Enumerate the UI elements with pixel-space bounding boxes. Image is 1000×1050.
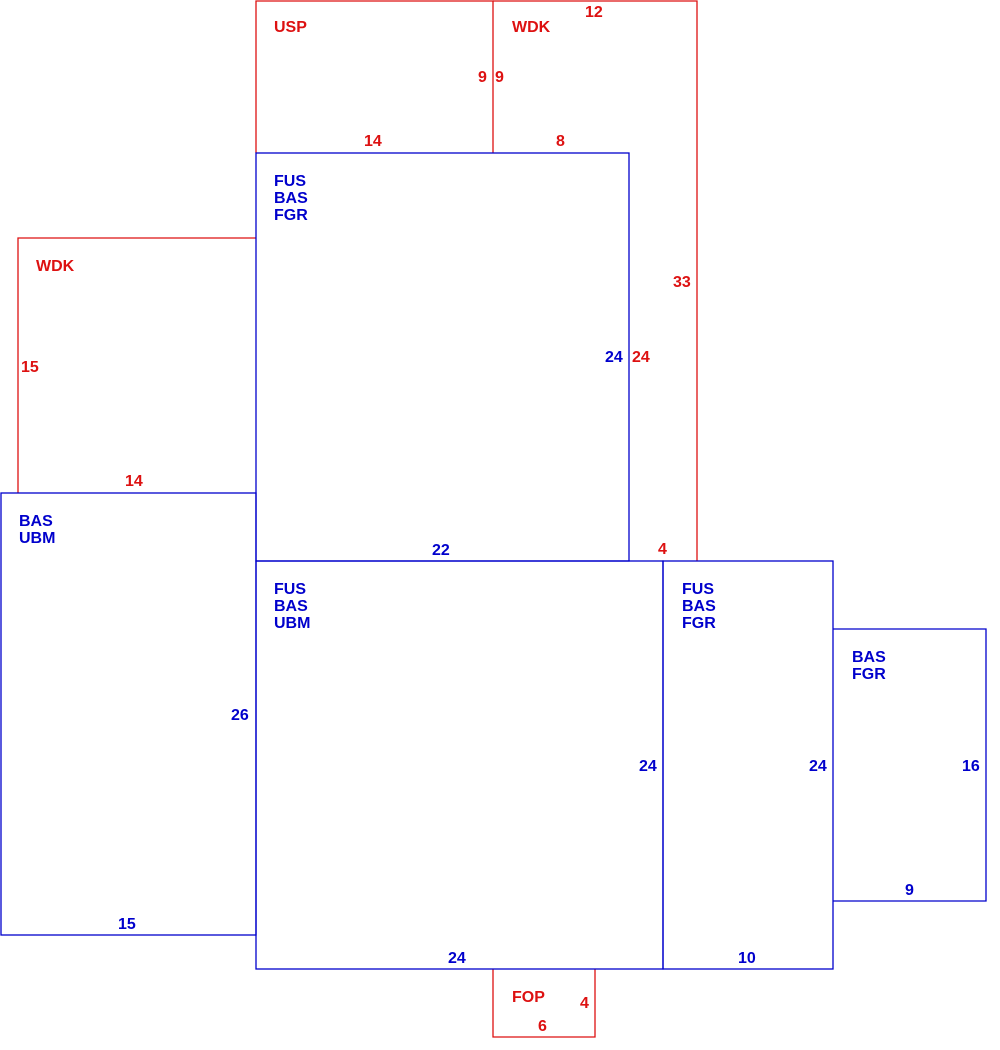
section-label: BAS	[19, 513, 53, 530]
wdk-left-outline	[17, 237, 256, 493]
dimension-label: 15	[118, 916, 136, 933]
section-far-right: BAS FGR 16 9	[833, 628, 987, 902]
dimension-label: 26	[231, 707, 249, 724]
wdk-top-outline	[493, 0, 698, 561]
dimension-label: 24	[448, 950, 466, 967]
section-label: FUS	[274, 581, 306, 598]
dimension-label: 10	[738, 950, 756, 967]
dimension-label: 14	[364, 133, 382, 150]
dimension-label: 14	[125, 473, 143, 490]
section-label: BAS	[274, 598, 308, 615]
dimension-label: 16	[962, 758, 980, 775]
section-label: UBM	[274, 615, 310, 632]
section-label: UBM	[19, 530, 55, 547]
section-label: FGR	[682, 615, 716, 632]
section-label: WDK	[36, 258, 75, 275]
dimension-label: 22	[432, 542, 450, 559]
upper-main-outline	[255, 152, 630, 562]
dimension-label: 6	[538, 1018, 547, 1035]
dimension-label: 9	[495, 69, 504, 86]
section-label: BAS	[274, 190, 308, 207]
section-left-wing: BAS UBM 26 15	[0, 492, 257, 936]
dimension-label: 24	[639, 758, 657, 775]
dimension-label: 9	[905, 882, 914, 899]
section-label: BAS	[852, 649, 886, 666]
dimension-label: 24	[809, 758, 827, 775]
fop-outline	[492, 969, 596, 1038]
usp-outline	[255, 0, 494, 153]
section-label: FGR	[274, 207, 308, 224]
section-upper-main: FUS BAS FGR 24 22	[255, 152, 630, 562]
right-wing-outline	[662, 560, 834, 970]
section-wdk-top: WDK 12 9 8 33 24 4	[493, 0, 698, 561]
section-right-wing: FUS BAS FGR 24 10	[662, 560, 834, 970]
far-right-outline	[833, 628, 987, 902]
dimension-label: 4	[658, 541, 667, 558]
dimension-label: 24	[632, 349, 650, 366]
section-label: USP	[274, 19, 307, 36]
section-label: FGR	[852, 666, 886, 683]
section-label: BAS	[682, 598, 716, 615]
section-wdk-left: WDK 15 14	[17, 237, 256, 493]
lower-main-outline	[255, 560, 664, 970]
section-label: WDK	[512, 19, 551, 36]
dimension-label: 33	[673, 274, 691, 291]
section-label: FUS	[682, 581, 714, 598]
section-label: FOP	[512, 989, 545, 1006]
dimension-label: 15	[21, 359, 39, 376]
dimension-label: 8	[556, 133, 565, 150]
dimension-label: 24	[605, 349, 623, 366]
section-fop: FOP 4 6	[492, 969, 596, 1038]
left-wing-outline	[0, 492, 257, 936]
section-usp: USP 9 14	[255, 0, 494, 153]
section-lower-main: FUS BAS UBM 24 24	[255, 560, 664, 970]
section-label: FUS	[274, 173, 306, 190]
dimension-label: 9	[478, 69, 487, 86]
dimension-label: 4	[580, 995, 589, 1012]
dimension-label: 12	[585, 4, 603, 21]
